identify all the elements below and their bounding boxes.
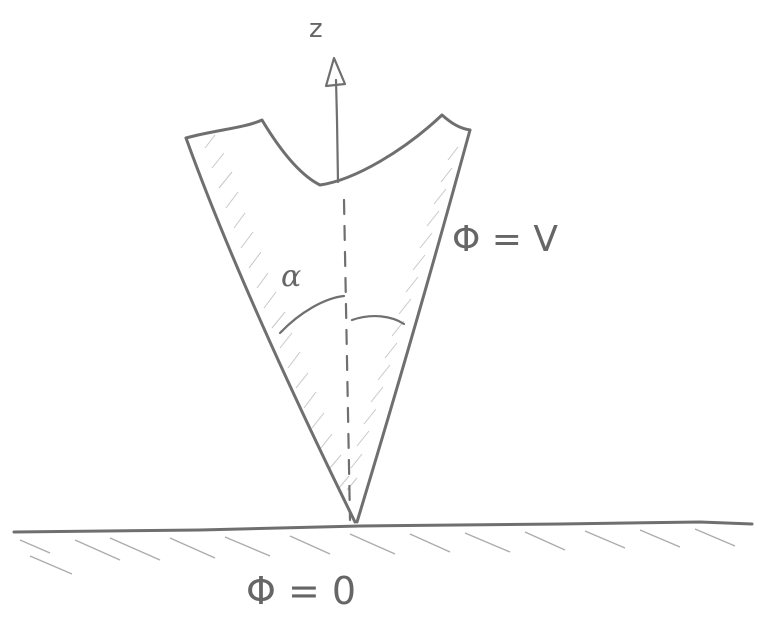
z-axis-label: z — [309, 14, 323, 44]
ground-line — [12, 520, 754, 534]
cone-right-wall — [355, 128, 472, 524]
ground-hatching — [19, 528, 736, 575]
z-axis — [324, 56, 347, 184]
cone-potential-label: Φ = V — [452, 219, 559, 260]
plane-potential-label: Φ = 0 — [246, 569, 357, 613]
cone-top-rim — [184, 113, 472, 187]
alpha-arc — [278, 294, 406, 335]
cone-axis-dashed — [342, 198, 352, 522]
angle-label: α — [281, 259, 302, 294]
cone-shading — [204, 134, 459, 491]
cone — [184, 113, 472, 524]
z-axis-arrowhead — [324, 56, 347, 88]
ground-plane — [12, 520, 754, 575]
cone-left-wall — [184, 136, 357, 524]
